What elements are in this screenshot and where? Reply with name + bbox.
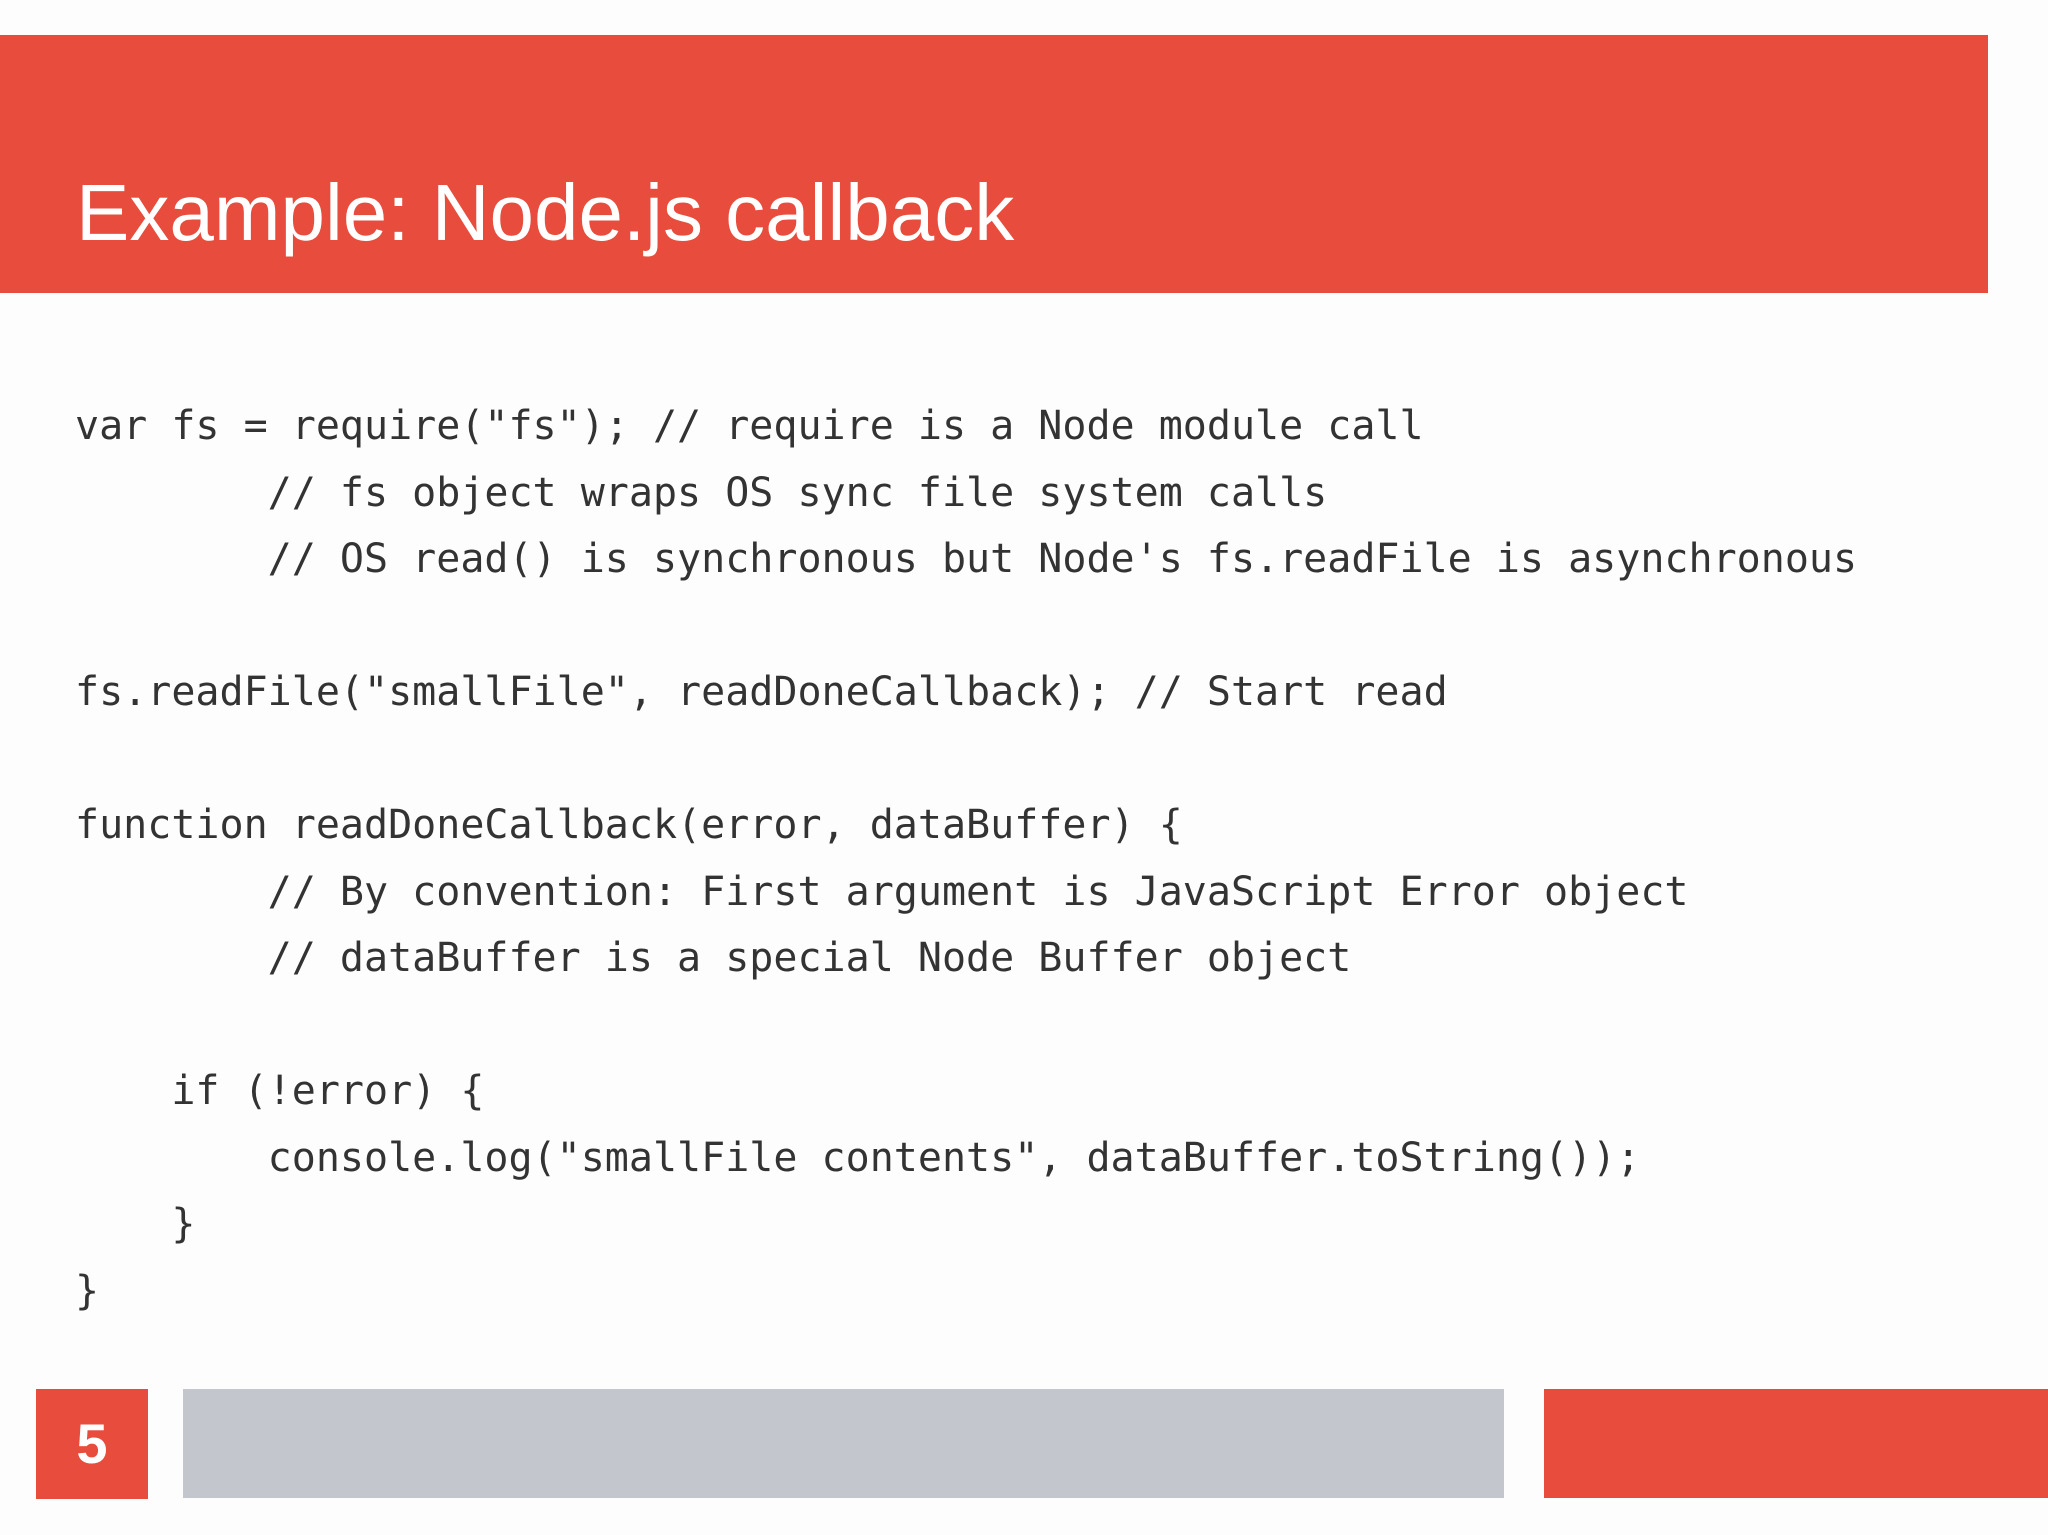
slide-title: Example: Node.js callback — [76, 168, 1015, 257]
code-block: var fs = require("fs"); // require is a … — [75, 403, 1858, 1314]
footer-red-bar — [1544, 1389, 2048, 1498]
page-number-badge: 5 — [36, 1389, 148, 1499]
slide-footer: 5 — [0, 1389, 2048, 1499]
footer-gray-bar — [183, 1389, 1504, 1498]
slide-header: Example: Node.js callback — [0, 35, 1988, 293]
page-number: 5 — [76, 1412, 108, 1475]
